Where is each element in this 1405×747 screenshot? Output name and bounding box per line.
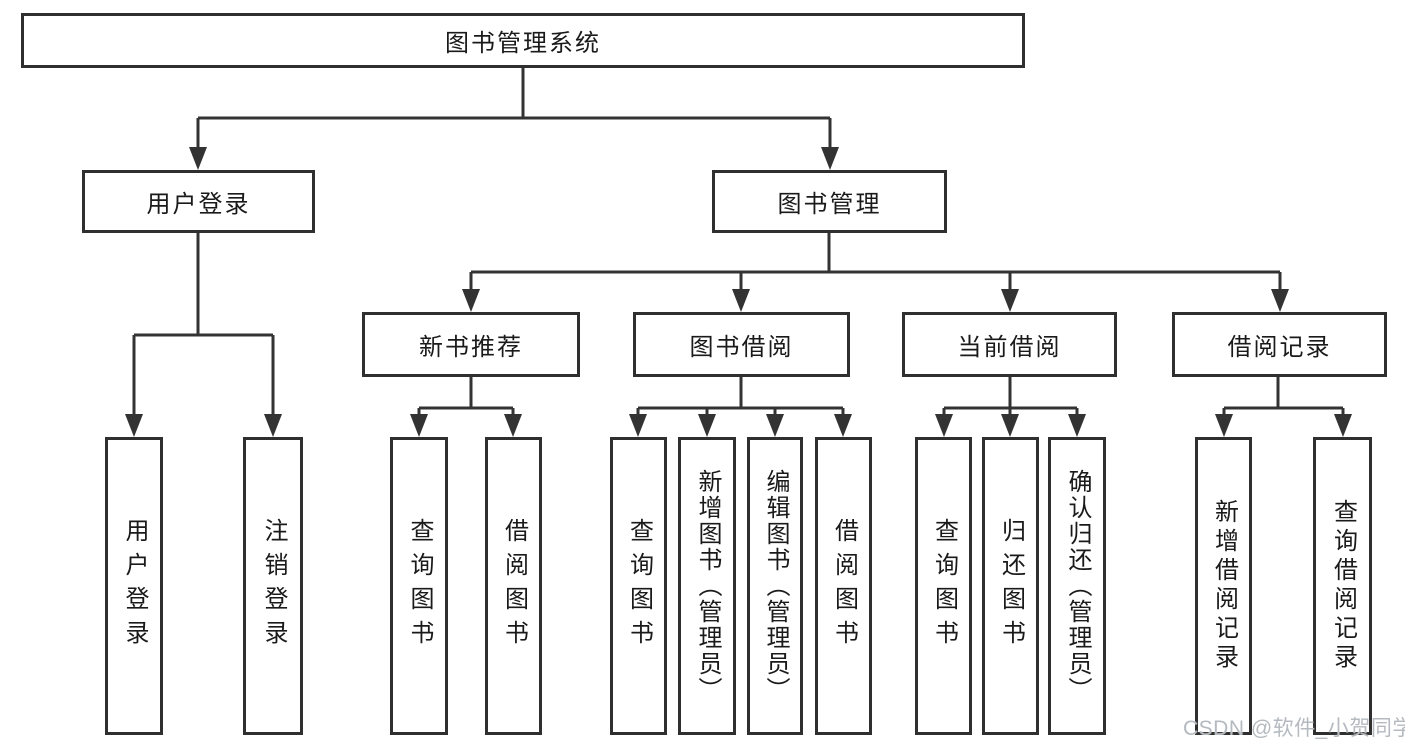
node-new-book-recommend: 新书推荐 [362, 312, 580, 377]
arrowheads [125, 147, 1352, 437]
node-current-borrow: 当前借阅 [902, 312, 1117, 377]
leaf-bb-edit-books-admin: 编辑图书（管理员） [747, 437, 803, 735]
watermark: CSDN @软件_小贺同学 [1183, 717, 1405, 740]
node-book-borrow: 图书借阅 [633, 312, 850, 377]
leaf-nb-borrow-books: 借阅图书 [485, 437, 542, 735]
leaf-bb-add-books-admin: 新增图书（管理员） [678, 437, 736, 735]
node-user-login: 用户登录 [82, 170, 315, 233]
leaf-bb-borrow-books: 借阅图书 [815, 437, 872, 735]
node-root: 图书管理系统 [21, 13, 1025, 68]
leaf-user-login: 用户登录 [105, 437, 163, 735]
node-borrow-records: 借阅记录 [1172, 312, 1387, 377]
leaf-cb-confirm-return-admin: 确认归还（管理员） [1048, 437, 1106, 735]
leaf-logout: 注销登录 [243, 437, 303, 735]
leaf-nb-query-books: 查询图书 [390, 437, 448, 735]
leaf-cb-return-books: 归还图书 [982, 437, 1039, 735]
leaf-br-add-record: 新增借阅记录 [1195, 437, 1252, 735]
leaf-cb-query-books: 查询图书 [915, 437, 972, 735]
leaf-bb-query-books: 查询图书 [610, 437, 667, 735]
leaf-br-query-record: 查询借阅记录 [1313, 437, 1372, 735]
node-book-management: 图书管理 [712, 170, 947, 233]
